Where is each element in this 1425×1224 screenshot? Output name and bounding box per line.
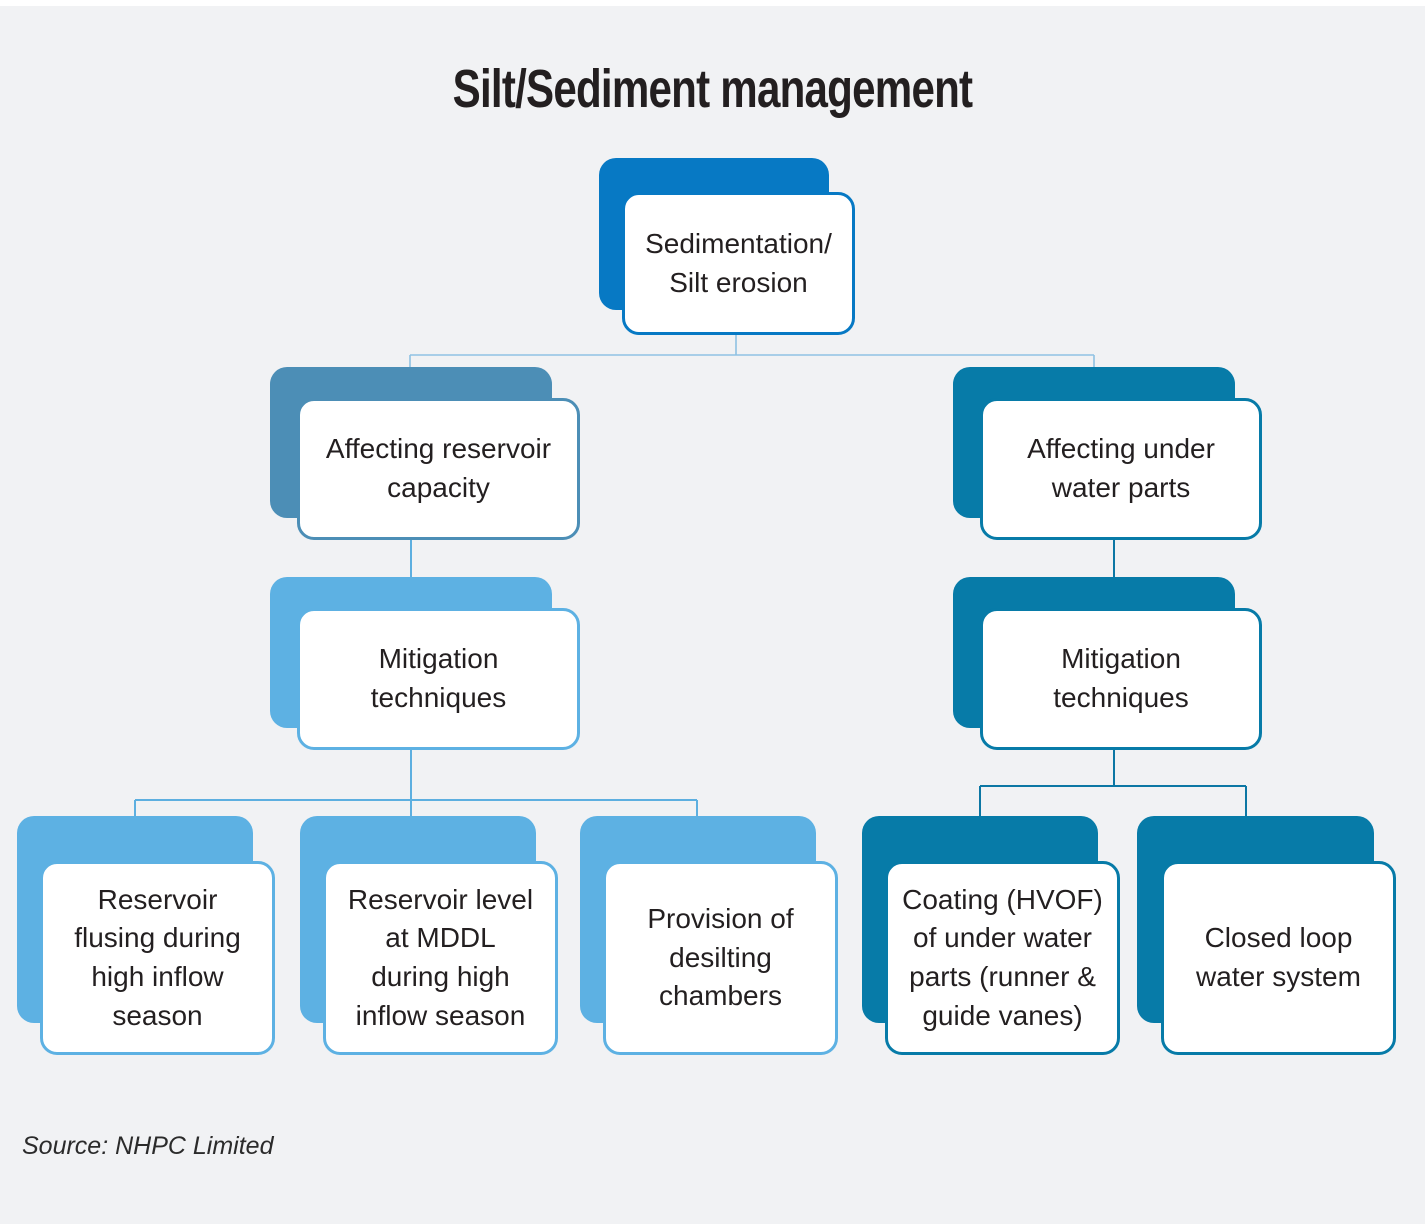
node-card: Mitigation techniques [297, 608, 580, 750]
node-card: Mitigation techniques [980, 608, 1262, 750]
node-label: Coating (HVOF) of under water parts (run… [902, 883, 1103, 1031]
node-label: Mitigation techniques [1053, 643, 1189, 713]
node-label: Reservoir level at MDDL during high infl… [347, 883, 534, 1031]
node-label: Affecting reservoir capacity [325, 433, 552, 503]
page-title: Silt/Sediment management [452, 59, 973, 119]
node-card: Closed loop water system [1161, 861, 1396, 1055]
source-note: Source: NHPC Limited [22, 1132, 274, 1160]
node-card: Reservoir level at MDDL during high infl… [323, 861, 558, 1055]
node-card: Reservoir flusing during high inflow sea… [40, 861, 275, 1055]
node-label: Reservoir flusing during high inflow sea… [74, 883, 241, 1031]
node-card: Sedimentation/ Silt erosion [622, 192, 855, 335]
node-label: Provision of desilting chambers [647, 903, 794, 1012]
node-card: Affecting reservoir capacity [297, 398, 580, 540]
node-card: Affecting under water parts [980, 398, 1262, 540]
node-card: Provision of desilting chambers [603, 861, 838, 1055]
node-label: Affecting under water parts [1027, 433, 1215, 503]
node-label: Mitigation techniques [370, 643, 507, 713]
top-white-strip [0, 0, 1425, 6]
node-card: Coating (HVOF) of under water parts (run… [885, 861, 1120, 1055]
node-label: Sedimentation/ Silt erosion [645, 227, 832, 298]
node-label: Closed loop water system [1196, 922, 1361, 992]
